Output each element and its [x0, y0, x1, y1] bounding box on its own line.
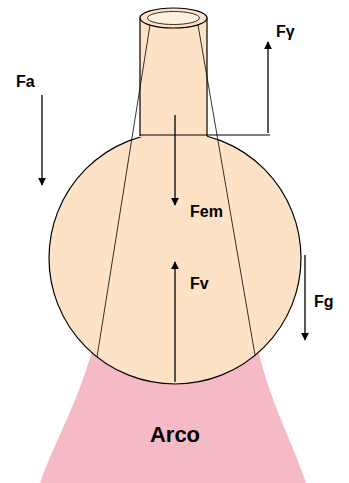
- region-name: Arco: [150, 422, 200, 448]
- force-arrow: [174, 262, 175, 382]
- force-label: Fv: [190, 276, 209, 292]
- force-arrow: [41, 95, 42, 185]
- force-label: Fg: [314, 294, 334, 310]
- force-label: Fγ: [276, 24, 295, 40]
- force-arrow: [267, 42, 268, 133]
- force-label: Fem: [190, 204, 223, 220]
- wire-top: [140, 8, 207, 28]
- force-label: Fa: [16, 74, 35, 90]
- current-line: [97, 25, 150, 357]
- arc-region-label: Arco: [60, 390, 290, 480]
- wire-edge: [139, 18, 140, 136]
- reference-line: [140, 134, 270, 135]
- force-arrow: [304, 255, 305, 340]
- wire: [140, 18, 207, 137]
- wire-core: [148, 12, 200, 25]
- current-line: [198, 25, 255, 355]
- force-arrow: [174, 115, 175, 205]
